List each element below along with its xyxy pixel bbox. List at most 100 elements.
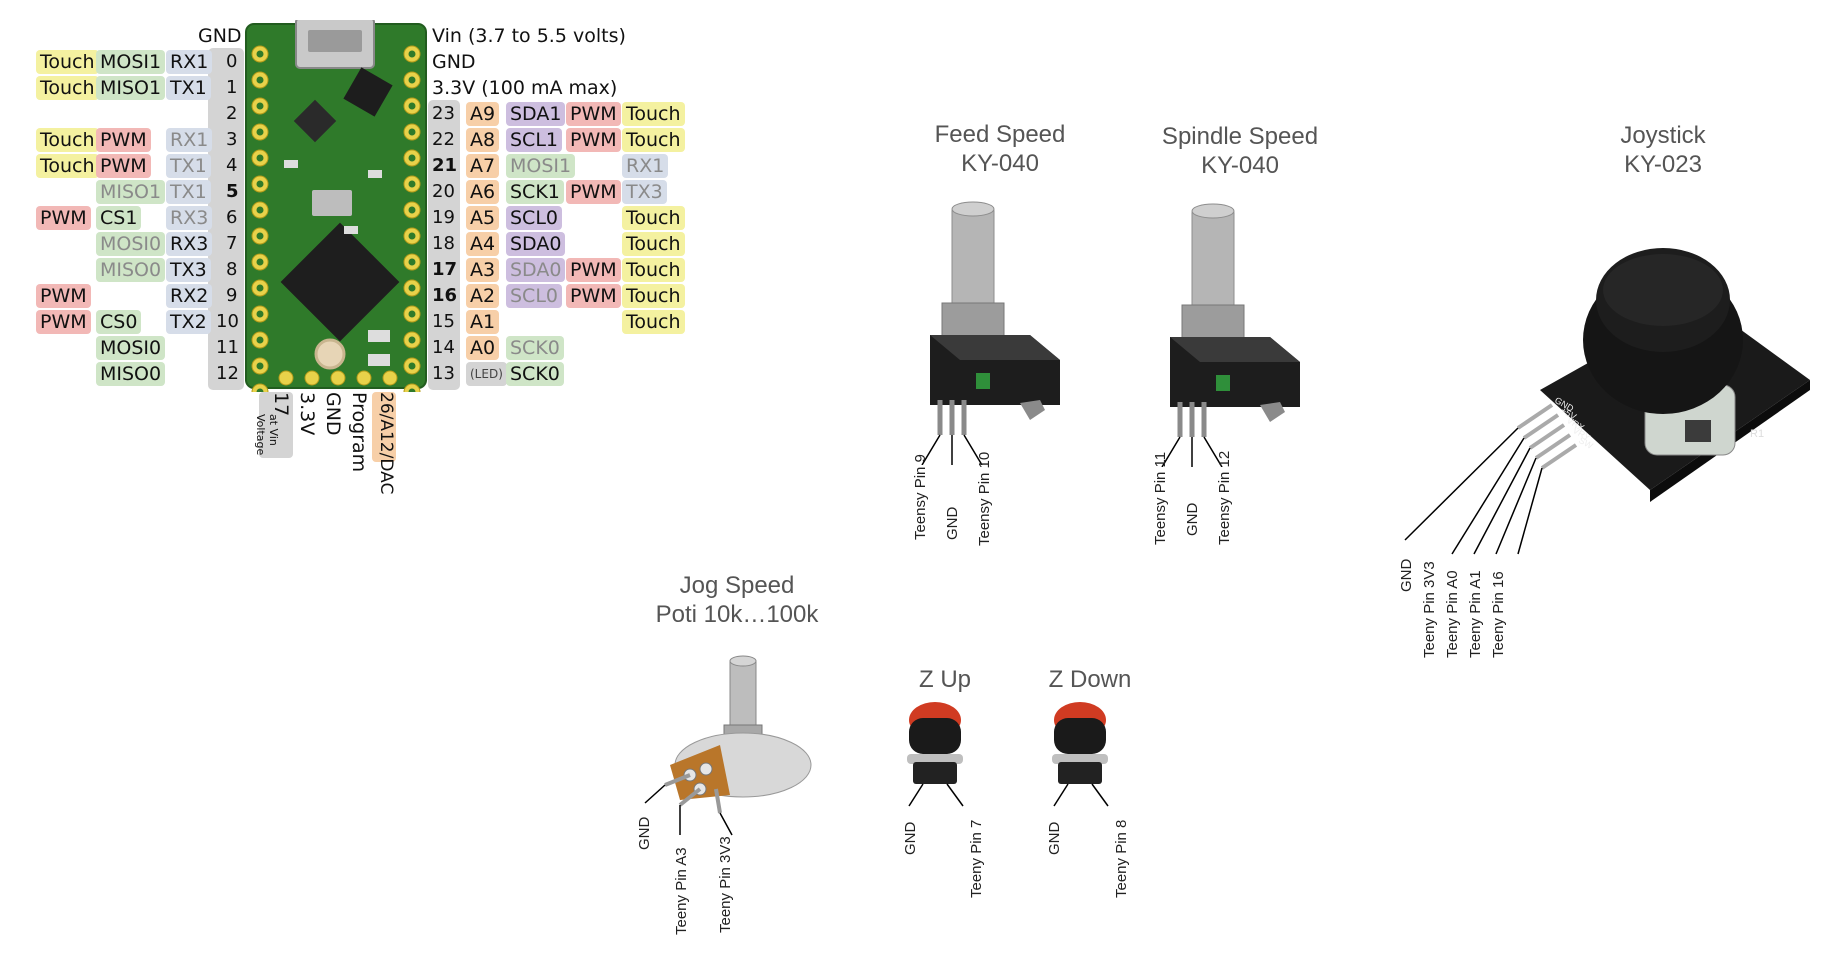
left-pin-number: 0 — [226, 51, 238, 72]
left-pin-func-b: MISO0 — [96, 362, 166, 386]
joystick-caption: Joystick KY-023 — [1620, 121, 1705, 179]
bottom-pad — [278, 370, 294, 386]
teensy-board — [245, 20, 427, 392]
right-pin-func-c: PWM — [566, 180, 621, 204]
jog-potentiometer — [644, 655, 812, 836]
left-pin-func-a: Touch — [36, 154, 99, 178]
program-button — [314, 338, 346, 370]
right-pin-number: 21 — [432, 155, 458, 176]
zdown-pin-1: GND — [1046, 821, 1063, 855]
zup-pin-2: Teeny Pin 7 — [968, 819, 985, 898]
right-pin-func-b: SCL0 — [506, 284, 563, 308]
zup-caption: Z Up — [919, 665, 971, 694]
left-pin-func-c: RX3 — [166, 232, 213, 256]
left-pin-func-a: PWM — [36, 284, 91, 308]
joystick-model: KY-023 — [1624, 151, 1702, 178]
zdown-pin-2: Teeny Pin 8 — [1113, 819, 1130, 898]
crystal — [312, 190, 352, 216]
right-pin-number: 22 — [432, 129, 455, 150]
jog-pin-1: GND — [636, 816, 653, 850]
feed-pin-2: GND — [944, 506, 961, 540]
dac-box — [372, 392, 396, 462]
left-pin-func-c: TX1 — [166, 76, 211, 100]
left-pin-func-c: RX2 — [166, 284, 213, 308]
gnd-label: GND — [432, 51, 476, 73]
joystick-pin-3: Teeny Pin A0 — [1444, 570, 1461, 658]
spindle-encoder — [1161, 203, 1300, 467]
zdown-caption: Z Down — [1049, 665, 1132, 694]
feed-pin-3: Teensy Pin 10 — [976, 451, 993, 546]
right-pin-func-b: SCL0 — [506, 206, 563, 230]
spindle-pin-3: Teensy Pin 12 — [1216, 450, 1233, 545]
spindle-title: Spindle Speed — [1161, 123, 1319, 150]
right-number-column — [428, 100, 460, 390]
right-pin-func-b: SDA1 — [506, 102, 566, 126]
left-number-column — [208, 48, 244, 390]
bottom-pad — [304, 370, 320, 386]
spindle-pin-1: Teensy Pin 11 — [1152, 451, 1169, 545]
spindle-speed-caption: Spindle Speed KY-040 — [1162, 122, 1318, 180]
left-pin-number: 11 — [216, 337, 239, 358]
left-pin-number: 5 — [226, 181, 239, 202]
right-pin-func-c: PWM — [566, 128, 621, 152]
left-pin-number: 8 — [226, 259, 238, 280]
jog-title: Jog Speed — [679, 572, 795, 599]
right-pin-func-c: PWM — [566, 284, 621, 308]
right-pin-number: 20 — [432, 181, 455, 202]
left-pin-number: 6 — [226, 207, 238, 228]
bottom-atvin-label: at Vin — [267, 414, 280, 446]
joystick-title: Joystick — [1620, 122, 1706, 149]
right-pin-func-d: Touch — [622, 310, 685, 334]
left-pin-func-a: Touch — [36, 50, 99, 74]
right-pin-func-a: A5 — [466, 206, 500, 230]
jog-pin-2: Teeny Pin A3 — [673, 847, 690, 935]
zup-button — [907, 702, 964, 807]
bottom-33v-label: 3.3V — [296, 392, 318, 436]
bottom-pad — [382, 370, 398, 386]
left-pin-func-c: TX2 — [166, 310, 211, 334]
left-pin-func-b: CS1 — [96, 206, 142, 230]
jog-pin-3: Teeny Pin 3V3 — [717, 836, 734, 933]
pin-pad — [251, 383, 269, 392]
right-pin-func-a: A6 — [466, 180, 500, 204]
left-pin-func-b: MOSI0 — [96, 336, 166, 360]
right-pin-func-d: Touch — [622, 284, 685, 308]
r1-label: R1 — [1750, 428, 1764, 440]
joystick-pin-4: Teeny Pin A1 — [1467, 570, 1484, 658]
zdown-title: Z Down — [1048, 666, 1132, 693]
left-pin-func-a: PWM — [36, 310, 91, 334]
bottom-17-label: 17 — [270, 392, 292, 417]
jog-speed-caption: Jog Speed Poti 10k…100k — [656, 571, 819, 629]
right-pin-func-b: SDA0 — [506, 258, 566, 282]
left-pin-func-c: TX3 — [166, 258, 211, 282]
right-pin-func-d: Touch — [622, 102, 685, 126]
spindle-pin-2: GND — [1184, 502, 1201, 536]
right-pin-func-b: SDA0 — [506, 232, 566, 256]
left-pin-func-c: RX3 — [166, 206, 213, 230]
feed-model: KY-040 — [961, 150, 1039, 177]
bottom-program-label: Program — [348, 392, 370, 473]
right-pin-number: 23 — [432, 103, 455, 124]
left-pin-func-a: PWM — [36, 206, 91, 230]
left-pin-number: 2 — [226, 103, 238, 124]
left-pin-number: 12 — [216, 363, 239, 384]
right-pin-number: 15 — [432, 311, 455, 332]
right-pin-func-a: A4 — [466, 232, 500, 256]
vin-label: Vin (3.7 to 5.5 volts) — [432, 25, 626, 47]
bottom-voltage-label: Voltage — [254, 414, 267, 456]
v33-label: 3.3V (100 mA max) — [432, 77, 618, 99]
right-pin-func-c: PWM — [566, 258, 621, 282]
right-pin-func-d: Touch — [622, 128, 685, 152]
right-pin-func-a: A2 — [466, 284, 500, 308]
right-pin-func-c: PWM — [566, 102, 621, 126]
bottom-dac-label: 26/A12/DAC — [376, 392, 396, 495]
left-pin-number: 3 — [226, 129, 238, 150]
bottom-pad — [330, 370, 346, 386]
feed-title: Feed Speed — [934, 121, 1066, 148]
left-pin-func-b: MOSI0 — [96, 232, 166, 256]
left-pin-func-a: Touch — [36, 76, 99, 100]
left-pin-func-c: RX1 — [166, 128, 213, 152]
right-pin-func-d: Touch — [622, 258, 685, 282]
feed-encoder — [921, 201, 1060, 465]
